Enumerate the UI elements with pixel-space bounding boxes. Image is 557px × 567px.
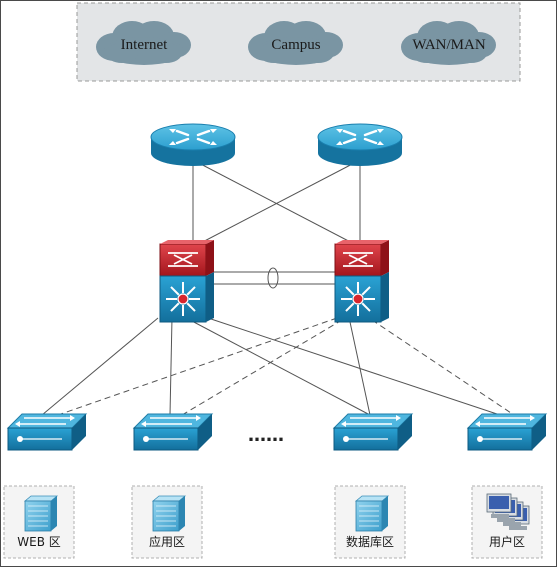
core-interlink <box>214 267 338 289</box>
zone-2: 应用区 <box>131 485 203 559</box>
workgroup-switch-icon <box>466 413 548 451</box>
zone-3: 数据库区 <box>334 485 406 559</box>
server-icon <box>151 495 187 532</box>
workgroup-switch-icon <box>132 413 214 451</box>
cloud-icon <box>248 21 343 65</box>
cloud-label: Campus <box>271 37 320 53</box>
cloud-icon <box>401 21 496 65</box>
uplink-lines <box>192 159 361 248</box>
cloud-label: WAN/MAN <box>412 37 485 53</box>
server-icon <box>354 495 390 532</box>
server-icon <box>23 495 59 532</box>
workstation-icon <box>486 493 530 530</box>
router-icon <box>150 123 236 166</box>
workgroup-switch-icon <box>332 413 414 451</box>
zone-label: 数据库区 <box>346 534 394 549</box>
more-switches-ellipsis: …… <box>248 425 284 446</box>
solid-access-links <box>41 317 501 416</box>
zone-4: 用户区 <box>471 485 543 559</box>
dashed-access-links <box>57 317 515 416</box>
workgroup-switch-icon <box>6 413 88 451</box>
layer3-switch-icon <box>159 240 214 323</box>
zone-1: WEB 区 <box>3 485 75 559</box>
router-icon <box>317 123 403 166</box>
cloud-icon <box>96 21 191 65</box>
zone-label: 用户区 <box>489 534 525 549</box>
layer3-switch-icon <box>334 240 389 323</box>
cloud-label: Internet <box>121 37 168 53</box>
zone-label: WEB 区 <box>17 535 61 549</box>
zone-label: 应用区 <box>149 534 185 549</box>
